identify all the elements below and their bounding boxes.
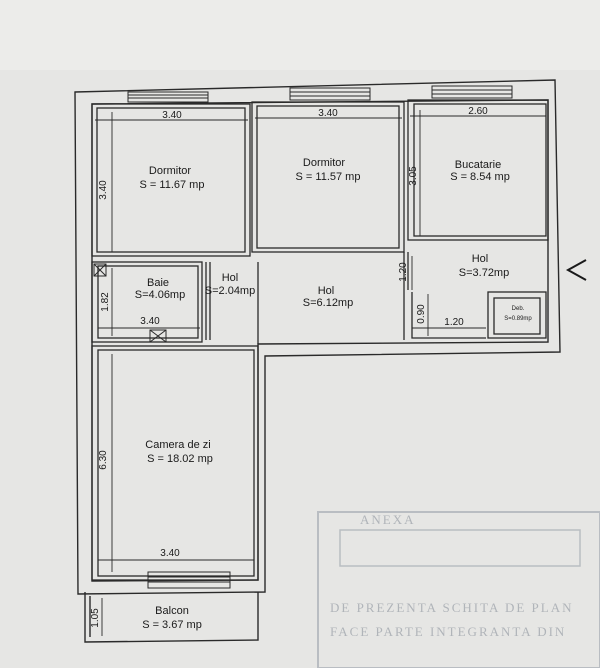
room-area: S = 8.54 mp <box>450 171 510 183</box>
room-debara: Deb. S=0.89mp <box>504 306 532 322</box>
window-bucatarie <box>431 85 513 99</box>
room-dormitor-2: Dormitor S = 11.57 mp <box>296 157 361 183</box>
room-name: Baie <box>147 277 169 289</box>
room-name: Deb. <box>512 306 525 312</box>
room-area: S = 3.67 mp <box>142 619 202 631</box>
room-area: S = 18.02 mp <box>147 453 213 465</box>
windows <box>127 85 513 589</box>
stamp-line-1: ANEXA <box>360 512 416 527</box>
room-name: Camera de zi <box>145 439 210 451</box>
room-dormitor-1: Dormitor S = 11.67 mp <box>140 165 205 191</box>
room-name: Bucatarie <box>455 159 501 171</box>
room-name: Hol <box>472 253 489 265</box>
room-area: S=6.12mp <box>303 297 353 309</box>
room-area: S=3.72mp <box>459 267 509 279</box>
entrance-arrow-icon <box>565 259 587 281</box>
room-area: S = 11.57 mp <box>296 171 361 183</box>
dim-camera-zi-width: 3.40 <box>160 548 180 559</box>
room-name: Hol <box>318 285 335 297</box>
dim-hol-width: 1.20 <box>444 317 464 328</box>
room-balcon: Balcon S = 3.67 mp <box>142 605 202 631</box>
dim-dormitor2-width: 3.40 <box>318 108 338 119</box>
dim-hol-height: 1.20 <box>398 262 409 282</box>
window-dormitor-2 <box>289 87 371 101</box>
room-hol-east: Hol S=3.72mp <box>459 253 509 279</box>
room-area: S=0.89mp <box>504 316 532 322</box>
room-name: Dormitor <box>303 157 346 169</box>
dim-baie-width: 3.40 <box>140 316 160 327</box>
room-baie: Baie S=4.06mp <box>135 277 185 301</box>
dim-bucatarie-height: 3.05 <box>408 166 419 186</box>
dim-balcon-height: 1.05 <box>90 608 101 628</box>
stamp-line-3: FACE PARTE INTEGRANTA DIN <box>330 624 566 639</box>
notary-stamp: ANEXA DE PREZENTA SCHITA DE PLAN FACE PA… <box>317 511 600 668</box>
dim-camera-zi-height: 6.30 <box>98 450 109 470</box>
room-bucatarie: Bucatarie S = 8.54 mp <box>450 159 510 183</box>
window-camera-zi <box>147 571 231 589</box>
room-area: S=2.04mp <box>205 285 255 297</box>
interior-walls <box>91 99 549 581</box>
dim-bucatarie-width: 2.60 <box>468 106 488 117</box>
vent-boxes <box>93 263 167 343</box>
window-dormitor-1 <box>127 91 209 103</box>
dim-dormitor1-height: 3.40 <box>98 180 109 200</box>
stamp-line-2: DE PREZENTA SCHITA DE PLAN <box>330 600 573 615</box>
paper-top-band <box>0 0 600 70</box>
dim-baie-height: 1.82 <box>100 292 111 312</box>
room-area: S = 11.67 mp <box>140 179 205 191</box>
dim-dormitor1-width: 3.40 <box>162 110 182 121</box>
vent-box-baie-bottom <box>149 329 167 343</box>
balcony-outline <box>84 592 259 643</box>
dim-debara-height: 0.90 <box>416 304 427 324</box>
room-name: Dormitor <box>149 165 192 177</box>
vent-box-baie-top <box>93 263 107 277</box>
room-hol-small: Hol S=2.04mp <box>205 272 255 297</box>
room-name: Hol <box>222 272 239 284</box>
room-name: Balcon <box>155 605 189 617</box>
room-camera-zi: Camera de zi S = 18.02 mp <box>145 439 213 465</box>
dimension-lines <box>95 110 546 636</box>
room-hol-center: Hol S=6.12mp <box>303 285 353 309</box>
room-area: S=4.06mp <box>135 289 185 301</box>
